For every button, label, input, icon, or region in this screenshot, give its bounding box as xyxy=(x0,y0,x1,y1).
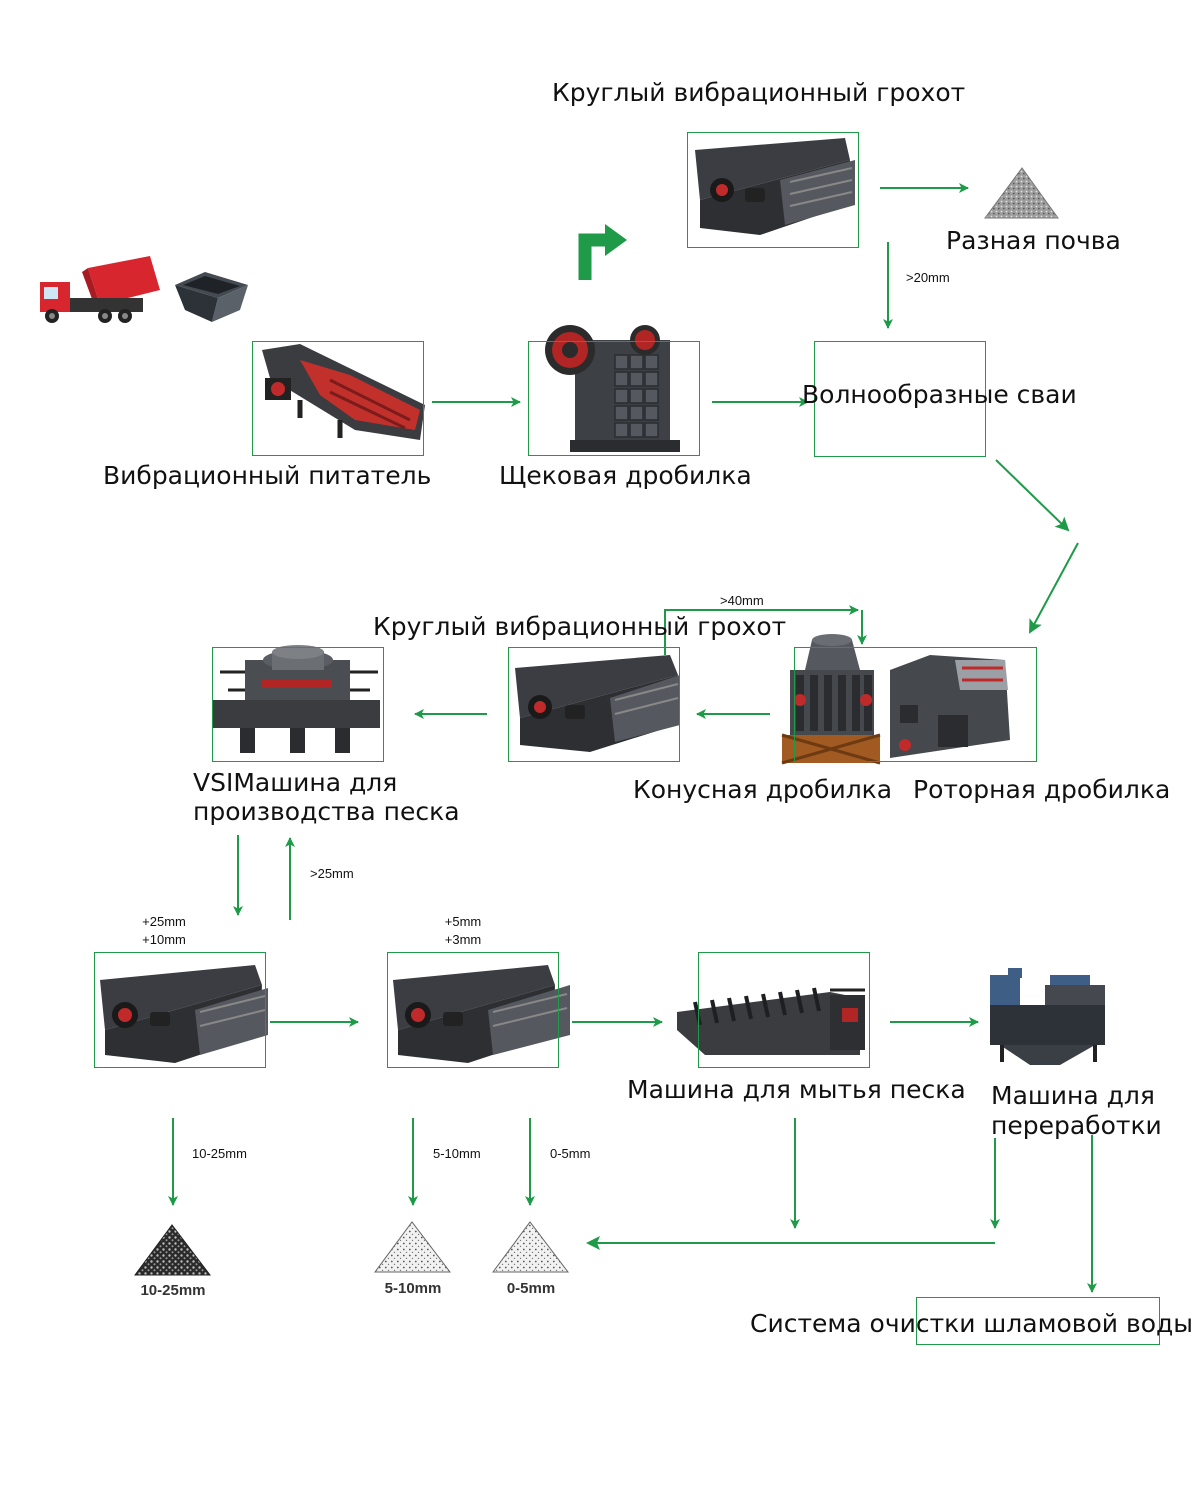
washer-label: Машина для мытья песка xyxy=(627,1075,966,1104)
output-size-5-10: 5-10mm xyxy=(433,1146,481,1161)
crusher-pair-frame xyxy=(794,647,1037,762)
feeder-label: Вибрационный питатель xyxy=(103,461,432,490)
wave-piles-label: Волнообразные сваи xyxy=(802,380,1077,409)
top-screen-label: Круглый вибрационный грохот xyxy=(552,78,966,107)
screen-1-size-bottom: +10mm xyxy=(142,932,186,947)
size-gt25: >25mm xyxy=(310,866,354,881)
vsi-frame xyxy=(212,647,384,762)
soil-pile-icon xyxy=(984,167,1059,219)
rotor-crusher-label: Роторная дробилка xyxy=(913,775,1171,804)
pile-5-10-icon xyxy=(374,1221,452,1273)
cone-crusher-label: Конусная дробилка xyxy=(633,775,893,804)
screen-2-size-top: +5mm xyxy=(444,914,482,929)
mid-screen-frame xyxy=(508,647,680,762)
turn-arrow-head xyxy=(605,224,627,256)
screen-1-size-top: +25mm xyxy=(142,914,186,929)
pile-10-25-icon xyxy=(134,1224,212,1276)
screen-2-size-bottom: +3mm xyxy=(444,932,482,947)
wave-piles-frame xyxy=(814,341,986,457)
screen-1-frame xyxy=(94,952,266,1068)
top-screen-machine xyxy=(695,138,855,235)
vsi-label: VSIМашина для производства песка xyxy=(193,768,460,826)
sand-washer-machine xyxy=(677,987,865,1055)
jaw-crusher-frame xyxy=(528,341,700,456)
size-gt40: >40mm xyxy=(720,593,764,608)
pile-10-25-label: 10-25mm xyxy=(140,1282,206,1299)
water-system-frame xyxy=(916,1297,1160,1345)
flow-arrows xyxy=(168,183,1097,1293)
turn-arrow-icon xyxy=(578,233,605,280)
feeder-frame xyxy=(252,341,424,456)
size-gt20: >20mm xyxy=(906,270,950,285)
soil-label: Разная почва xyxy=(946,226,1121,255)
pile-0-5-label: 0-5mm xyxy=(506,1280,556,1297)
jaw-crusher-machine xyxy=(545,325,680,452)
output-size-0-5: 0-5mm xyxy=(550,1146,591,1161)
vibrating-feeder-machine xyxy=(262,344,425,440)
cone-crusher-machine xyxy=(781,634,881,765)
screen-1-machine xyxy=(100,965,268,1063)
output-size-10-25: 10-25mm xyxy=(192,1146,247,1161)
screen-2-machine xyxy=(393,965,570,1063)
mid-screen-machine xyxy=(515,655,680,752)
pile-5-10-label: 5-10mm xyxy=(384,1280,442,1297)
screen-2-frame xyxy=(387,952,559,1068)
top-screen-frame xyxy=(687,132,859,248)
dump-truck-icon xyxy=(40,256,160,323)
jaw-crusher-label: Щековая дробилка xyxy=(499,461,752,490)
mid-screen-label: Круглый вибрационный грохот xyxy=(373,612,787,641)
sand-recycler-machine xyxy=(990,968,1105,1065)
recycler-label: Машина для переработки xyxy=(991,1081,1162,1140)
vsi-sand-maker-machine xyxy=(212,645,380,753)
washer-frame xyxy=(698,952,870,1068)
water-system-label: Система очистки шламовой воды xyxy=(750,1309,1194,1338)
impact-crusher-machine xyxy=(890,655,1010,758)
pile-0-5-icon xyxy=(492,1221,570,1273)
hopper-icon xyxy=(175,272,248,322)
